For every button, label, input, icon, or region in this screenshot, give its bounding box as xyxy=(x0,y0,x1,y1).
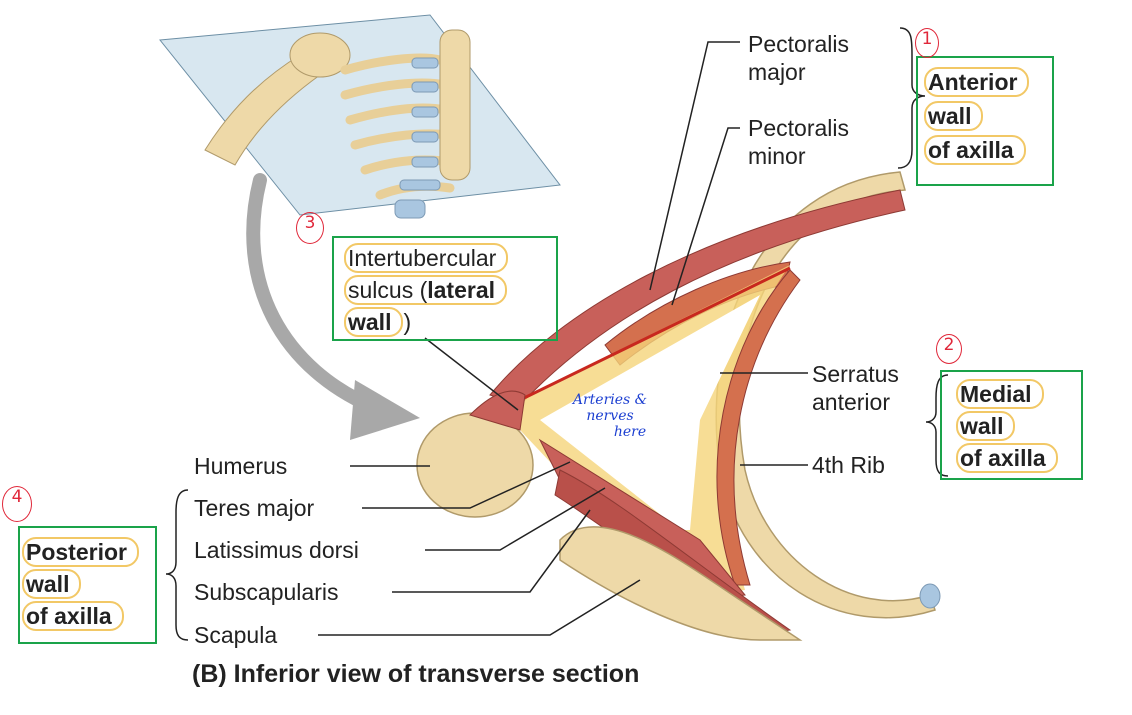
pectoralis-major-muscle xyxy=(489,189,906,406)
anterior-wall-line1: Anterior xyxy=(924,67,1030,97)
label-subscapularis: Subscapularis xyxy=(194,579,339,605)
label-line: anterior xyxy=(812,389,890,415)
annotation-number-2: 2 xyxy=(936,334,962,364)
rib-cartilage-end xyxy=(919,583,941,609)
figure-caption: (B) Inferior view of transverse section xyxy=(192,660,640,688)
serratus-anterior-muscle xyxy=(716,269,801,586)
label-line: Pectoralis xyxy=(748,115,849,141)
lateral-wall-line1: Intertubercular xyxy=(344,243,509,273)
posterior-wall-box: Posterior wall of axilla xyxy=(18,526,157,644)
posterior-wall-line3: of axilla xyxy=(22,601,124,631)
posterior-wall-line2: wall xyxy=(22,569,82,599)
lateral-wall-line3b: ) xyxy=(403,309,412,335)
lateral-wall-line3a: wall xyxy=(348,309,392,335)
note-line: here xyxy=(613,424,647,440)
posterior-wall-line1: Posterior xyxy=(22,537,139,567)
number-text: 2 xyxy=(943,335,955,355)
view-direction-arrow xyxy=(246,173,420,440)
lateral-wall-line2b: lateral xyxy=(427,277,496,303)
inset-sternum xyxy=(439,29,471,181)
anterior-wall-line3: of axilla xyxy=(924,135,1026,165)
number-text: 4 xyxy=(11,487,23,507)
anterior-wall-line2: wall xyxy=(924,101,984,131)
inset-cartilage xyxy=(394,57,441,219)
humerus-head-muscle xyxy=(469,390,526,431)
label-line: Serratus xyxy=(812,361,899,387)
annotation-number-4: 4 xyxy=(2,486,32,522)
medial-wall-line3: of axilla xyxy=(956,443,1058,473)
label-line: Pectoralis xyxy=(748,31,849,57)
label-4th-rib: 4th Rib xyxy=(812,452,885,478)
label-line: major xyxy=(748,59,806,85)
braces xyxy=(165,27,949,641)
note-line: nerves xyxy=(586,408,634,424)
label-line: minor xyxy=(748,143,806,169)
number-text: 1 xyxy=(921,29,933,49)
lateral-wall-box: Intertubercular sulcus (lateral wall) xyxy=(332,236,558,341)
label-teres-major: Teres major xyxy=(194,495,315,521)
note-line: Arteries & xyxy=(572,392,648,408)
label-pectoralis-major: Pectoralis major xyxy=(748,30,849,86)
annotation-number-1: 1 xyxy=(915,28,939,58)
anterior-wall-box: Anterior wall of axilla xyxy=(916,56,1054,186)
medial-wall-line1: Medial xyxy=(956,379,1044,409)
annotation-number-3: 3 xyxy=(296,212,324,244)
label-serratus-anterior: Serratus anterior xyxy=(812,360,899,416)
label-humerus: Humerus xyxy=(194,453,288,479)
axilla-space xyxy=(540,295,760,530)
handwritten-note: Arteries & nerves here xyxy=(560,392,660,440)
label-pectoralis-minor: Pectoralis minor xyxy=(748,114,849,170)
leader-lines xyxy=(318,41,808,636)
inset-shoulder xyxy=(289,32,351,78)
red-border-line xyxy=(519,266,791,402)
label-latissimus-dorsi: Latissimus dorsi xyxy=(194,537,359,563)
lateral-wall-line2a: sulcus ( xyxy=(348,277,428,303)
number-text: 3 xyxy=(304,213,316,233)
scapula-bone xyxy=(559,526,803,641)
medial-wall-box: Medial wall of axilla xyxy=(940,370,1083,480)
label-scapula: Scapula xyxy=(194,622,278,648)
medial-wall-line2: wall xyxy=(956,411,1016,441)
inset-thorax-illustration xyxy=(159,14,561,219)
